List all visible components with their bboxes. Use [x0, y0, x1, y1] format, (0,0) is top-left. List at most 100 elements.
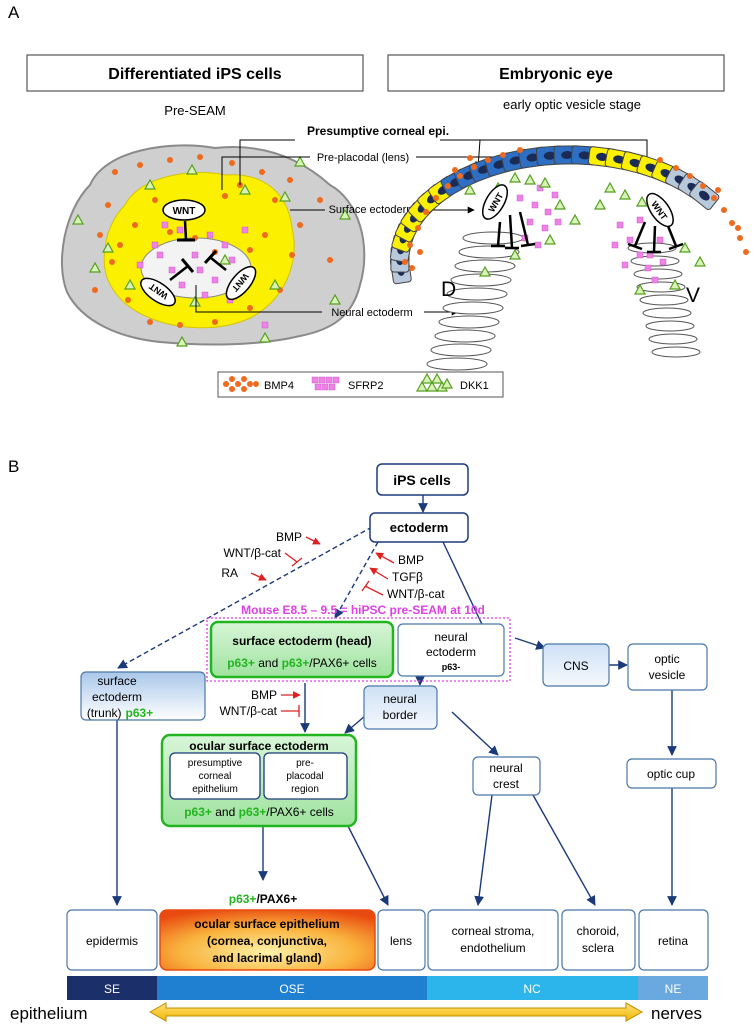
bmp4-dot — [253, 381, 259, 387]
bmp4-dot — [729, 220, 735, 226]
dkk1-triangle — [101, 241, 115, 253]
bar-ose — [157, 976, 427, 1000]
dkk1-triangle — [440, 377, 454, 389]
bmp4-dot — [229, 386, 235, 392]
bar-nc-label: NC — [523, 982, 541, 996]
dkk1-triangle — [678, 241, 692, 253]
signal-center-wnt: WNT/β-cat — [387, 587, 445, 601]
eye-cell-nucleus — [596, 152, 609, 161]
sfrp2-square — [318, 376, 326, 384]
node-neural-crest — [472, 756, 541, 796]
node-se-trunk-l1: surface — [97, 674, 137, 688]
sfrp2-square — [321, 383, 329, 391]
panel-b-letter: B — [8, 457, 19, 476]
bmp4-dot — [241, 386, 247, 392]
neural-tube-ring — [438, 315, 500, 329]
sfrp2-square — [332, 376, 340, 384]
node-neural-border-l1: neural — [383, 692, 416, 706]
node-neural-ectoderm-l1: neural — [434, 630, 467, 644]
gradient-double-arrow — [148, 1002, 644, 1022]
eye-cell-nucleus — [561, 150, 574, 160]
node-neural-ectoderm-p63: p63- — [442, 662, 461, 672]
node-ips-label: iPS cells — [393, 472, 451, 488]
bmp4-dot — [423, 209, 429, 215]
eye-cell-nucleus — [509, 156, 522, 165]
outcome-ose-epithelium — [159, 909, 376, 971]
sfrp2-square — [151, 241, 159, 249]
bmp4-dot — [287, 177, 293, 183]
left-title-box — [26, 54, 364, 92]
bmp4-dot — [721, 207, 727, 213]
node-pce-l2: corneal — [199, 771, 232, 782]
bmp4-dot — [223, 381, 229, 387]
dkk1-triangle — [238, 183, 252, 195]
bmp4-dot — [409, 265, 415, 271]
sfrp2-square — [161, 221, 169, 229]
outcome-lens-label: lens — [390, 934, 412, 948]
eye-cell-nucleus — [543, 151, 556, 160]
sfrp2-square — [636, 251, 644, 259]
node-neural-border — [363, 685, 438, 730]
bmp4-dot — [235, 381, 241, 387]
bmp4-dot — [152, 197, 158, 203]
dkk1-triangle — [175, 335, 189, 347]
bmp4-dot — [229, 376, 235, 382]
dkk1-triangle — [523, 173, 537, 185]
sfrp2-square — [616, 221, 624, 229]
bmp4-dot — [297, 222, 303, 228]
sfrp2-square — [611, 241, 619, 249]
bmp4-dot — [715, 187, 721, 193]
sfrp2-square — [544, 208, 552, 216]
dkk1-triangle — [218, 253, 232, 265]
node-ips — [376, 463, 469, 496]
bmp4-dot — [471, 164, 477, 170]
wnt-oval-top: WNT — [162, 199, 206, 242]
bmp4-dot — [177, 322, 183, 328]
eye-wnt-left: WNT — [481, 184, 509, 220]
dkk1-triangle — [618, 188, 632, 200]
signal-ose-arrows — [281, 691, 301, 717]
node-se-trunk-l2: ectoderm — [92, 690, 142, 704]
sfrp2-square — [211, 276, 219, 284]
bmp4-dot — [262, 232, 268, 238]
signal-left-arrows — [250, 536, 321, 581]
bar-ose-label: OSE — [279, 982, 304, 996]
sfrp2-square — [328, 383, 336, 391]
dkk1-triangle — [463, 183, 477, 195]
outcome-epidermis-label: epidermis — [86, 934, 138, 948]
bmp4-dot — [467, 155, 473, 161]
eye-inhibit-left — [491, 211, 536, 250]
legend-box — [217, 371, 504, 398]
node-se-head-title: surface ectoderm (head) — [232, 634, 371, 648]
dkk1-triangle — [593, 198, 607, 210]
bar-se-label: SE — [104, 982, 120, 996]
neural-tube-ring — [458, 245, 520, 259]
node-ectoderm-label: ectoderm — [390, 520, 449, 535]
sfrp2-square — [644, 264, 652, 272]
right-subtitle: early optic vesicle stage — [503, 97, 641, 112]
bmp4-dot — [197, 154, 203, 160]
node-ppr — [263, 752, 348, 800]
outcome-stroma-l1: corneal stroma, — [452, 924, 535, 938]
bmp4-dot — [247, 247, 253, 253]
dkk1-triangle — [143, 178, 157, 190]
node-se-head — [209, 620, 395, 679]
dkk1-triangle — [508, 248, 522, 260]
legend-icons — [223, 372, 454, 392]
neural-tube-ring — [434, 329, 496, 343]
dkk1-triangle — [543, 233, 557, 245]
node-ppr-l2: placodal — [286, 771, 323, 782]
bmp4-dot — [407, 242, 413, 248]
bmp4-dot — [167, 157, 173, 163]
dkk1-triangle — [338, 208, 352, 220]
dkk1-triangle — [635, 195, 649, 207]
bmp4-dot — [711, 195, 717, 201]
label-dorsal: D — [441, 278, 456, 301]
eye-cell-nucleus — [698, 190, 710, 201]
outcome-retina-label: retina — [658, 934, 688, 948]
node-ppr-l3: region — [291, 784, 319, 795]
dkk1-triangle — [430, 372, 444, 384]
legend-dkk1: DKK1 — [460, 380, 489, 392]
bmp4-dot — [109, 259, 115, 265]
bmp4-dot — [402, 259, 408, 265]
